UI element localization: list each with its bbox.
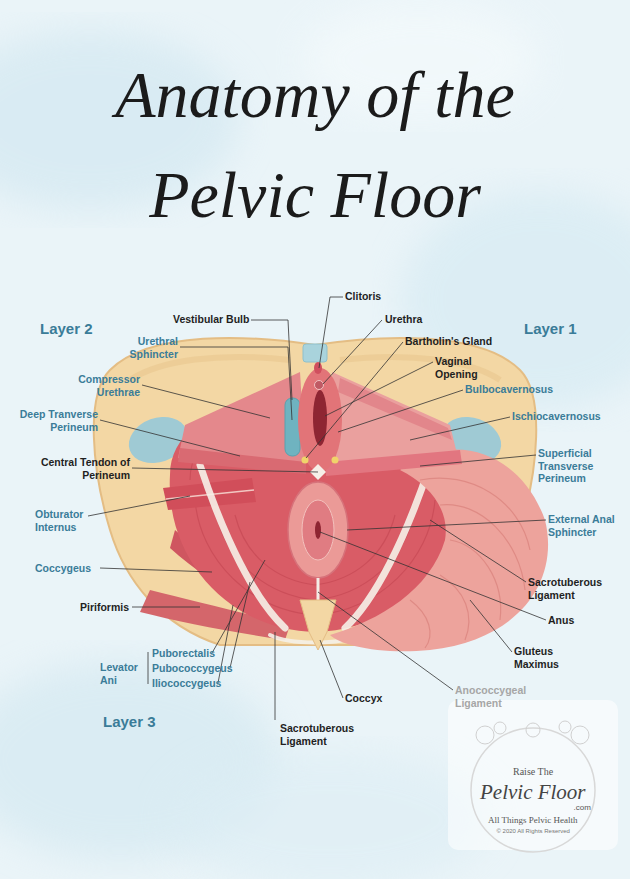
diagram-title: Anatomy of the Pelvic Floor	[85, 45, 545, 245]
anatomy-label: Urethra	[385, 313, 422, 326]
anatomy-label: Compressor Urethrae	[50, 373, 140, 398]
layer-heading: Layer 1	[524, 320, 577, 338]
anatomy-label: Anococcygeal Ligament	[455, 684, 545, 709]
anatomy-label: Superficial Transverse Perineum	[538, 447, 618, 485]
anatomy-label: Urethral Sphincter	[98, 335, 178, 360]
layer-heading: Layer 3	[103, 713, 156, 731]
anatomy-label: Coccyx	[345, 692, 382, 705]
watermark-text: Pelvic Floor	[480, 780, 586, 805]
anatomy-label: Deep Tranverse Perineum	[3, 408, 98, 433]
anatomy-label: Vestibular Bulb	[173, 313, 249, 326]
gluteus-maximus	[330, 450, 548, 652]
watermark-logo	[448, 700, 618, 852]
anatomy-label: Gluteus Maximus	[514, 645, 576, 670]
layer-2-deep-perineal	[178, 372, 306, 474]
anatomy-label: Vaginal Opening	[435, 355, 497, 380]
anatomy-label: Piriformis	[80, 601, 129, 614]
anatomy-label: Ischiocavernosus	[512, 410, 601, 423]
watermark-text: .com	[574, 803, 591, 813]
anatomy-label: Coccygeus	[35, 562, 91, 575]
anatomy-label: Bartholin's Gland	[405, 335, 492, 348]
anatomy-label: Puborectalis	[152, 647, 215, 660]
watermark-text: Raise The	[513, 766, 553, 778]
anal-sphincter	[288, 482, 348, 602]
anatomy-label: Iliococcygeus	[152, 677, 221, 690]
anatomy-label: Bulbocavernosus	[465, 383, 553, 396]
anatomy-label: External Anal Sphincter	[548, 513, 628, 538]
watermark-text: All Things Pelvic Health	[488, 815, 578, 826]
coccyx	[300, 600, 336, 650]
leader-lines	[88, 297, 546, 720]
anatomy-label: Pubococcygeus	[152, 662, 233, 675]
anatomy-label: Obturator Internus	[35, 508, 105, 533]
anatomy-label: Levator Ani	[100, 661, 145, 686]
anatomy-label: Sacrotuberous Ligament	[280, 722, 375, 747]
layer-1-superficial-perineal	[298, 362, 462, 480]
anatomy-label: Anus	[548, 614, 574, 627]
anatomy-label: Sacrotuberous Ligament	[528, 576, 623, 601]
layer-heading: Layer 2	[40, 320, 93, 338]
watermark-text: © 2020 All Rights Reserved	[497, 828, 570, 835]
anatomy-label: Central Tendon of Perineum	[20, 456, 130, 481]
anatomy-label: Clitoris	[345, 290, 381, 303]
